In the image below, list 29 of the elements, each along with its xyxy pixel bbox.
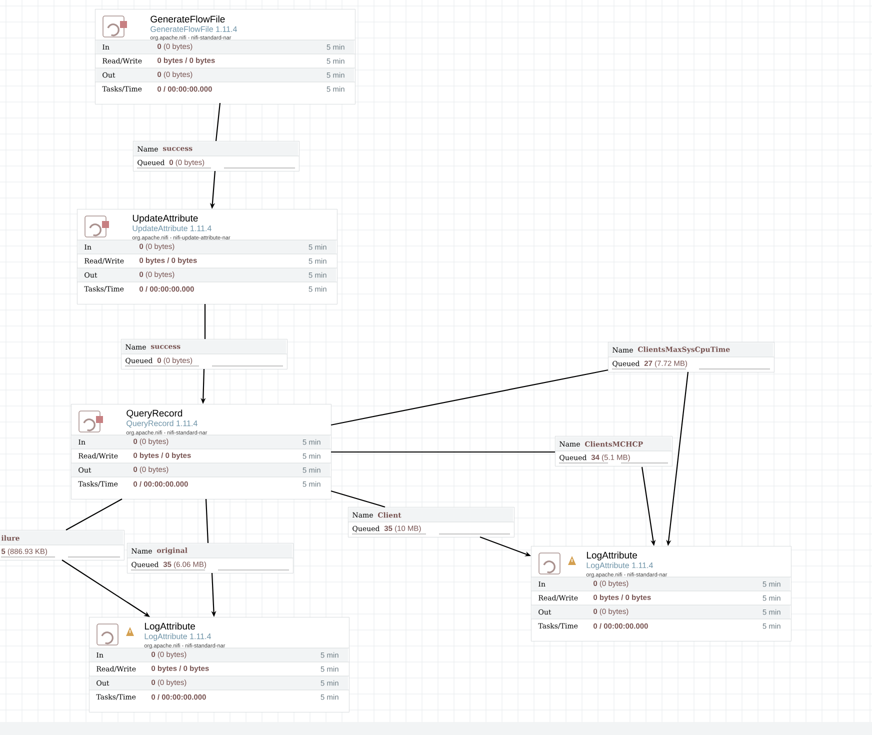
processor-box (94, 9, 356, 104)
processor-box (88, 617, 350, 712)
connection-box (554, 436, 672, 466)
connector (215, 102, 221, 142)
connector (66, 498, 122, 530)
connector (205, 498, 209, 544)
processor-name: LogAttribute (587, 552, 637, 560)
processor-box (76, 209, 338, 304)
processor-box (70, 404, 332, 500)
connection-box (132, 141, 300, 172)
processor-type: GenerateFlowFile 1.11.4 (150, 26, 237, 32)
connector (330, 369, 608, 426)
processor-type: LogAttribute 1.11.4 (586, 562, 653, 570)
processor-name: GenerateFlowFile (150, 16, 225, 22)
processor-name: QueryRecord (126, 410, 182, 418)
connection-box (120, 339, 288, 370)
connector (331, 451, 555, 453)
connection-box (348, 507, 514, 538)
processor-name: UpdateAttribute (132, 214, 198, 224)
connection-box (608, 342, 774, 372)
connector (204, 304, 206, 339)
connection-box (126, 543, 294, 574)
processor-box (530, 546, 792, 642)
connection-box (0, 530, 124, 560)
processor-name: LogAttribute (145, 622, 195, 632)
processor-type: QueryRecord 1.11.4 (126, 420, 198, 428)
processor-type: LogAttribute 1.11.4 (144, 633, 211, 641)
connector (330, 490, 386, 508)
processor-type: UpdateAttribute 1.11.4 (132, 225, 212, 233)
